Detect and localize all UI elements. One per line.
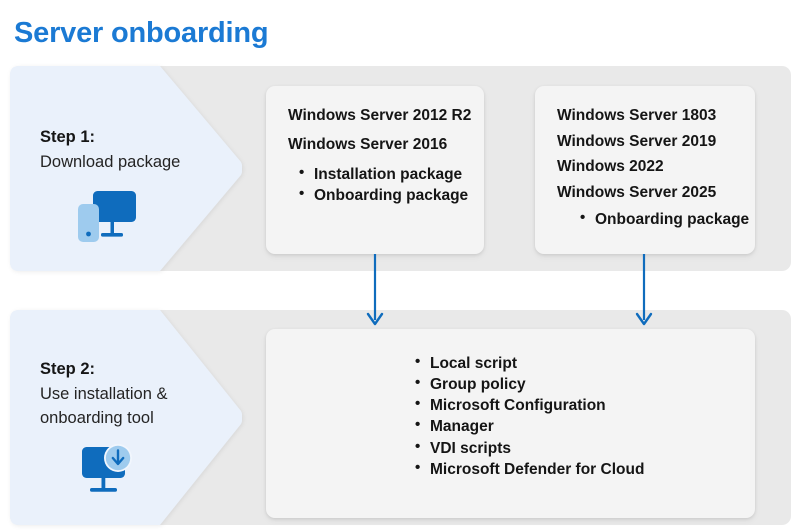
step-2-chevron [10, 310, 243, 525]
modern-os-heading-4: Windows Server 2025 [557, 183, 717, 201]
page-title: Server onboarding [14, 17, 269, 49]
modern-os-heading-2: Windows Server 2019 [557, 132, 717, 150]
step-2-text: Step 2: Use installation & onboarding to… [40, 358, 167, 431]
step-1-label: Step 1: [40, 128, 96, 146]
step-2-description-line-2: onboarding tool [40, 409, 154, 428]
chevron-shape-icon [10, 310, 243, 525]
card-modern-os: Windows Server 1803 Windows Server 2019 … [535, 86, 755, 254]
monitor-download-icon [74, 443, 144, 510]
modern-os-heading-1: Windows Server 1803 [557, 107, 717, 124]
step-2-description-line-1: Use installation & [40, 384, 168, 403]
list-item: Onboarding package [580, 208, 749, 230]
list-item: VDI scripts [415, 437, 733, 459]
arrow-legacy-to-tools [366, 254, 384, 335]
chevron-shape-icon [10, 66, 243, 271]
list-item: Group policy [415, 373, 733, 395]
modern-os-heading-3: Windows 2022 [557, 158, 664, 175]
list-item: Local script [415, 352, 733, 374]
list-item: Installation package [299, 163, 462, 185]
list-item: Microsoft Defender for Cloud [415, 458, 733, 480]
step-2-label: Step 2: [40, 360, 96, 378]
card-legacy-os-inner: Windows Server 2012 R2 Windows Server 20… [266, 86, 484, 206]
monitor-device-icon [74, 188, 144, 255]
tools-bullet-list: Local script Group policy Microsoft Conf… [288, 352, 733, 480]
step-1-text: Step 1: Download package [40, 126, 180, 174]
card-onboarding-tools: Local script Group policy Microsoft Conf… [266, 329, 755, 518]
legacy-os-heading-2: Windows Server 2016 [288, 135, 448, 153]
arrow-modern-to-tools [635, 254, 653, 335]
list-item: Onboarding package [299, 184, 468, 206]
step-1-description: Download package [40, 152, 181, 171]
list-item: Manager [415, 415, 733, 437]
card-modern-os-inner: Windows Server 1803 Windows Server 2019 … [535, 86, 755, 230]
card-legacy-os-content: Windows Server 2012 R2 Windows Server 20… [266, 86, 484, 254]
legacy-os-heading-1: Windows Server 2012 R2 [288, 107, 472, 124]
card-onboarding-tools-inner: Local script Group policy Microsoft Conf… [266, 329, 755, 480]
modern-os-bullet-list: Onboarding package [557, 208, 749, 230]
step-1-chevron [10, 66, 243, 271]
list-item: Microsoft Configuration [415, 394, 733, 416]
legacy-os-bullet-list: Installation package Onboarding package [288, 163, 468, 206]
